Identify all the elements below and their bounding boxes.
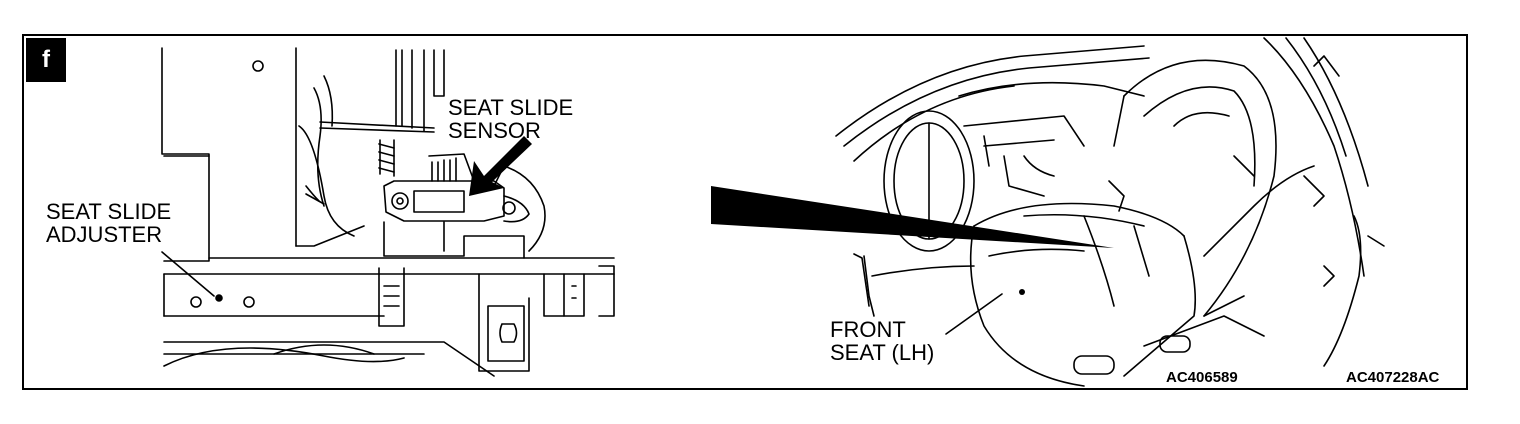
sensor-arrow bbox=[469, 136, 532, 196]
seat-overview bbox=[835, 37, 1385, 387]
adjuster-leader-line bbox=[161, 251, 215, 297]
figure-code: AC407228AC bbox=[1346, 369, 1440, 386]
figure-badge: f bbox=[26, 38, 66, 82]
front-seat-label: FRONT SEAT (LH) bbox=[830, 318, 934, 364]
seat-leader-line bbox=[945, 293, 1003, 335]
seat-leader-dot bbox=[1019, 289, 1025, 295]
seat-slide-adjuster-line-1: SEAT SLIDE bbox=[46, 199, 172, 224]
seat-slide-adjuster-line-2: ADJUSTER bbox=[46, 222, 163, 247]
detail-pointer-wedge bbox=[711, 186, 1114, 248]
figure-artwork bbox=[161, 37, 1385, 387]
front-seat-line-2: SEAT (LH) bbox=[830, 340, 935, 365]
figure-frame: f SEAT SLIDE SENSOR SEAT SLIDE ADJUSTER … bbox=[22, 34, 1468, 390]
seat-rail-assembly bbox=[161, 47, 615, 377]
seat-slide-adjuster-label: SEAT SLIDE ADJUSTER bbox=[46, 200, 171, 246]
front-seat-line-1: FRONT bbox=[830, 317, 906, 342]
seat-slide-sensor-line-1: SEAT SLIDE bbox=[448, 95, 574, 120]
seat-slide-sensor-line-2: SENSOR bbox=[448, 118, 541, 143]
left-view-code: AC406589 bbox=[1166, 369, 1238, 386]
seat-slide-sensor-label: SEAT SLIDE SENSOR bbox=[448, 96, 573, 142]
